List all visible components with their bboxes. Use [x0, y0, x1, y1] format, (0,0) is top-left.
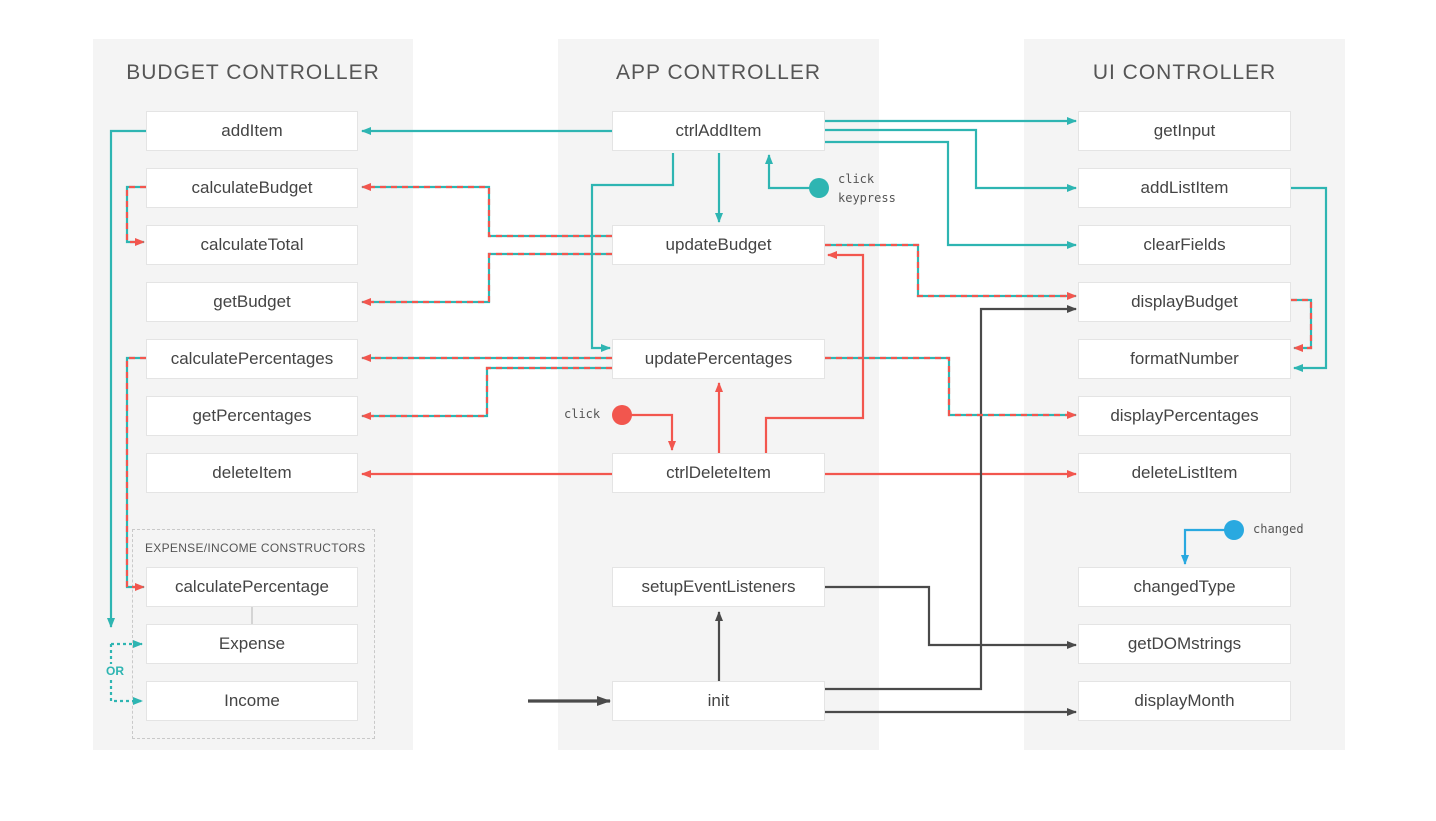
edge-addListItem-formatNumber [1291, 186, 1328, 372]
event-label-click-keypress: click keypress [838, 170, 896, 208]
constructor-calculatePercentage[interactable]: calculatePercentage [146, 567, 358, 607]
event-dot-keypress [809, 178, 829, 198]
budget-controller-title: BUDGET CONTROLLER [126, 61, 380, 84]
ui-getDOMstrings[interactable]: getDOMstrings [1078, 624, 1291, 664]
edge-ctrlAddItem-addListItem [825, 128, 1077, 192]
combo-edges [125, 183, 1313, 591]
app-ctrlDeleteItem[interactable]: ctrlDeleteItem [612, 453, 825, 493]
budget-calculateTotal[interactable]: calculateTotal [146, 225, 358, 265]
constructors-title: EXPENSE/INCOME CONSTRUCTORS [145, 541, 366, 555]
edge-keypress-ctrlAddItem [765, 154, 819, 190]
event-label-click-2: click [564, 407, 601, 421]
ui-displayBudget[interactable]: displayBudget [1078, 282, 1291, 322]
app-controller-title: APP CONTROLLER [616, 61, 821, 84]
app-ctrlAddItem[interactable]: ctrlAddItem [612, 111, 825, 151]
edge-ctrlAddItem-updatePercentages [590, 153, 675, 352]
edge-setup-getDOMstrings [825, 585, 1077, 649]
ui-displayMonth[interactable]: displayMonth [1078, 681, 1291, 721]
budget-calculatePercentages[interactable]: calculatePercentages [146, 339, 358, 379]
ui-controller-title: UI CONTROLLER [1092, 61, 1277, 84]
ui-addListItem[interactable]: addListItem [1078, 168, 1291, 208]
ui-getInput[interactable]: getInput [1078, 111, 1291, 151]
ui-displayPercentages[interactable]: displayPercentages [1078, 396, 1291, 436]
or-label: OR [104, 664, 126, 678]
event-label-changed: changed [1253, 522, 1304, 536]
constructor-expense[interactable]: Expense [146, 624, 358, 664]
ui-deleteListItem[interactable]: deleteListItem [1078, 453, 1291, 493]
edge-or-income [109, 644, 143, 705]
constructors-group [132, 529, 375, 739]
budget-calculateBudget[interactable]: calculateBudget [146, 168, 358, 208]
event-dot-click [612, 405, 632, 425]
budget-deleteItem[interactable]: deleteItem [146, 453, 358, 493]
budget-getPercentages[interactable]: getPercentages [146, 396, 358, 436]
ui-clearFields[interactable]: clearFields [1078, 225, 1291, 265]
edge-changed-changedType [1181, 528, 1234, 565]
event-label-click-1: click [838, 172, 875, 186]
budget-addItem[interactable]: addItem [146, 111, 358, 151]
app-updatePercentages[interactable]: updatePercentages [612, 339, 825, 379]
ui-changedType[interactable]: changedType [1078, 567, 1291, 607]
constructor-income[interactable]: Income [146, 681, 358, 721]
ui-formatNumber[interactable]: formatNumber [1078, 339, 1291, 379]
event-dot-changed [1224, 520, 1244, 540]
edge-click-ctrlDeleteItem [622, 413, 676, 451]
app-updateBudget[interactable]: updateBudget [612, 225, 825, 265]
app-setupEventListeners[interactable]: setupEventListeners [612, 567, 825, 607]
app-init[interactable]: init [612, 681, 825, 721]
edge-addItem-constructors [107, 129, 146, 628]
edge-ctrlDeleteItem-updateBudget [764, 251, 865, 453]
edge-init-displayBudget [825, 305, 1077, 691]
budget-getBudget[interactable]: getBudget [146, 282, 358, 322]
edge-ctrlAddItem-clearFields [825, 140, 1077, 249]
event-label-keypress: keypress [838, 191, 896, 205]
